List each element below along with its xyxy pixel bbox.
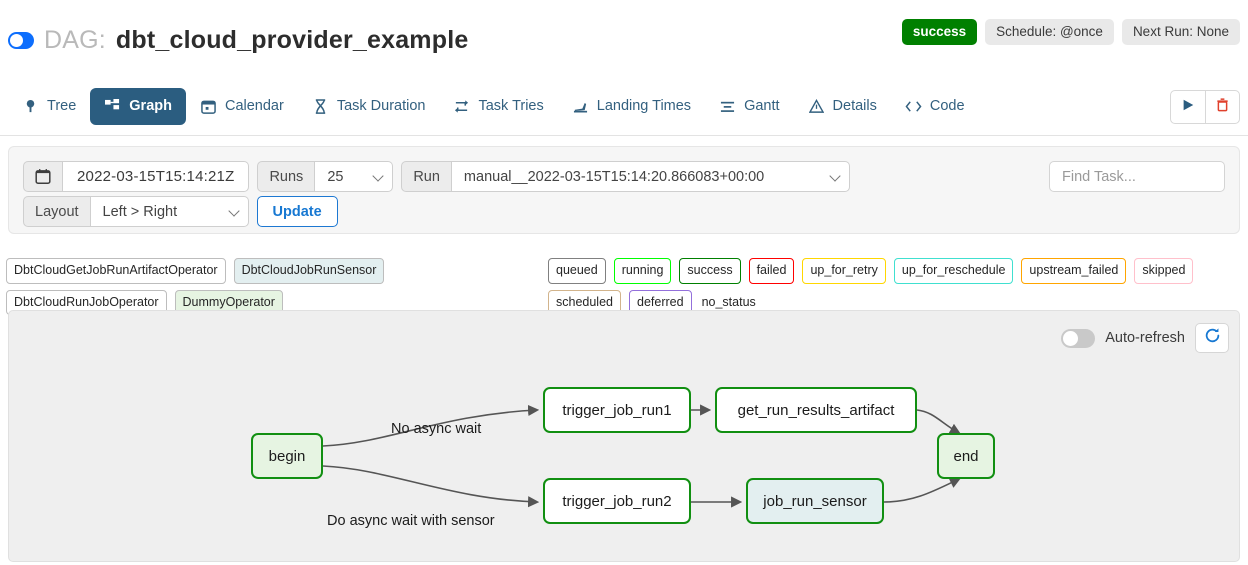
legend-state-pill[interactable]: failed <box>748 258 795 284</box>
next-run-badge: Next Run: None <box>1121 19 1240 45</box>
page-header: DAG: dbt_cloud_provider_example success … <box>0 0 1248 72</box>
search-input[interactable]: Find Task... <box>1049 161 1225 192</box>
play-icon <box>1181 98 1195 117</box>
legend-state-pill[interactable]: skipped <box>1134 258 1194 284</box>
tab-label: Tree <box>47 98 77 114</box>
auto-refresh-label: Auto-refresh <box>1105 330 1185 346</box>
schedule-badge[interactable]: Schedule: @once <box>985 19 1114 45</box>
graph-edge-label: No async wait <box>391 421 482 437</box>
tab-label: Task Duration <box>336 98 426 114</box>
tree-icon <box>22 98 39 115</box>
execution-date-group: 2022-03-15T15:14:21Z <box>23 161 250 192</box>
legend-operator-pill[interactable]: DbtCloudGetJobRunArtifactOperator <box>6 258 226 284</box>
legend-state-pill[interactable]: success <box>679 258 741 284</box>
legend-state-pill[interactable]: no_status <box>701 294 756 309</box>
view-tabs: Tree Graph Calendar Task Duration <box>8 76 979 136</box>
graph-node-trigger_job_run2[interactable]: trigger_job_run2 <box>543 478 691 524</box>
graph-icon <box>104 98 121 115</box>
tab-label: Task Tries <box>478 98 544 114</box>
run-select[interactable]: manual__2022-03-15T15:14:20.866083+00:00 <box>451 161 850 192</box>
legend-state-pill[interactable]: up_for_reschedule <box>893 258 1014 284</box>
run-label: Run <box>401 161 452 192</box>
page-title: dbt_cloud_provider_example <box>115 26 469 54</box>
filter-row-secondary: Layout Left > Right Update <box>23 196 338 227</box>
refresh-icon <box>1204 327 1221 349</box>
graph-canvas: begin trigger_job_run1 get_run_results_art… <box>9 311 1239 561</box>
gantt-icon <box>719 98 736 115</box>
header-badges: success Schedule: @once Next Run: None <box>901 19 1240 45</box>
tab-label: Calendar <box>224 98 284 114</box>
tab-task-tries[interactable]: Task Tries <box>439 88 557 125</box>
landing-icon <box>572 98 589 115</box>
trigger-dag-button[interactable] <box>1171 91 1205 123</box>
layout-select[interactable]: Left > Right <box>90 196 249 227</box>
graph-node-trigger_job_run1[interactable]: trigger_job_run1 <box>543 387 691 433</box>
legend-operators: DbtCloudGetJobRunArtifactOperator DbtClou… <box>6 258 546 315</box>
tab-details[interactable]: Details <box>794 88 891 125</box>
dag-title: DAG: dbt_cloud_provider_example <box>8 26 468 55</box>
runs-label: Runs <box>257 161 316 192</box>
runs-group: Runs 25 <box>257 161 394 192</box>
status-badge: success <box>901 19 978 45</box>
tabbar-actions <box>1170 90 1240 124</box>
legend-states: queued running success failed up_for_retry up… <box>548 258 1248 315</box>
tab-gantt[interactable]: Gantt <box>705 88 793 125</box>
delete-dag-button[interactable] <box>1205 91 1239 123</box>
graph-panel: Auto-refresh <box>8 310 1240 562</box>
legend: DbtCloudGetJobRunArtifactOperator DbtClou… <box>0 242 1248 315</box>
run-group: Run manual__2022-03-15T15:14:20.866083+0… <box>401 161 850 192</box>
dag-prefix-label: DAG: <box>44 26 106 54</box>
graph-toolbar: Auto-refresh <box>1061 323 1229 353</box>
view-tabbar: Tree Graph Calendar Task Duration <box>0 76 1248 136</box>
tab-tree[interactable]: Tree <box>8 88 90 125</box>
refresh-button[interactable] <box>1195 323 1229 353</box>
layout-group: Layout Left > Right <box>23 196 249 227</box>
graph-edge-label: Do async wait with sensor <box>327 513 495 529</box>
dag-pause-toggle[interactable] <box>8 32 34 49</box>
hourglass-icon <box>312 98 329 115</box>
legend-state-pill[interactable]: queued <box>548 258 606 284</box>
calendar-icon <box>200 98 217 115</box>
graph-node-get_run_results_artifact[interactable]: get_run_results_artifact <box>715 387 917 433</box>
execution-date-input[interactable]: 2022-03-15T15:14:21Z <box>63 161 250 192</box>
code-brackets-icon <box>905 98 922 115</box>
graph-node-job_run_sensor[interactable]: job_run_sensor <box>746 478 884 524</box>
graph-edges <box>322 404 962 508</box>
tab-label: Details <box>832 98 877 114</box>
tab-calendar[interactable]: Calendar <box>186 88 298 125</box>
filter-row-primary: 2022-03-15T15:14:21Z Runs 25 Run manual_… <box>23 161 850 192</box>
tab-label: Code <box>929 98 965 114</box>
update-button[interactable]: Update <box>256 196 338 227</box>
auto-refresh-toggle[interactable] <box>1061 328 1096 348</box>
legend-state-pill[interactable]: up_for_retry <box>802 258 886 284</box>
tab-label: Gantt <box>744 98 780 114</box>
graph-node-begin[interactable]: begin <box>251 433 323 479</box>
tab-task-duration[interactable]: Task Duration <box>298 88 440 125</box>
tab-label: Landing Times <box>596 98 692 114</box>
tab-code[interactable]: Code <box>891 88 979 125</box>
tab-landing-times[interactable]: Landing Times <box>558 88 705 125</box>
triangle-info-icon <box>808 98 825 115</box>
runs-count-select[interactable]: 25 <box>315 161 394 192</box>
tab-graph[interactable]: Graph <box>90 87 186 125</box>
legend-state-pill[interactable]: running <box>613 258 672 284</box>
retry-icon <box>453 98 470 115</box>
tab-label: Graph <box>129 98 172 114</box>
legend-state-pill[interactable]: upstream_failed <box>1021 258 1127 284</box>
graph-node-end[interactable]: end <box>937 433 995 479</box>
layout-label: Layout <box>23 196 91 227</box>
calendar-icon[interactable] <box>23 161 63 192</box>
legend-operator-pill[interactable]: DbtCloudJobRunSensor <box>233 258 385 284</box>
trash-icon <box>1215 97 1230 117</box>
filter-toolbar: 2022-03-15T15:14:21Z Runs 25 Run manual_… <box>8 146 1240 234</box>
